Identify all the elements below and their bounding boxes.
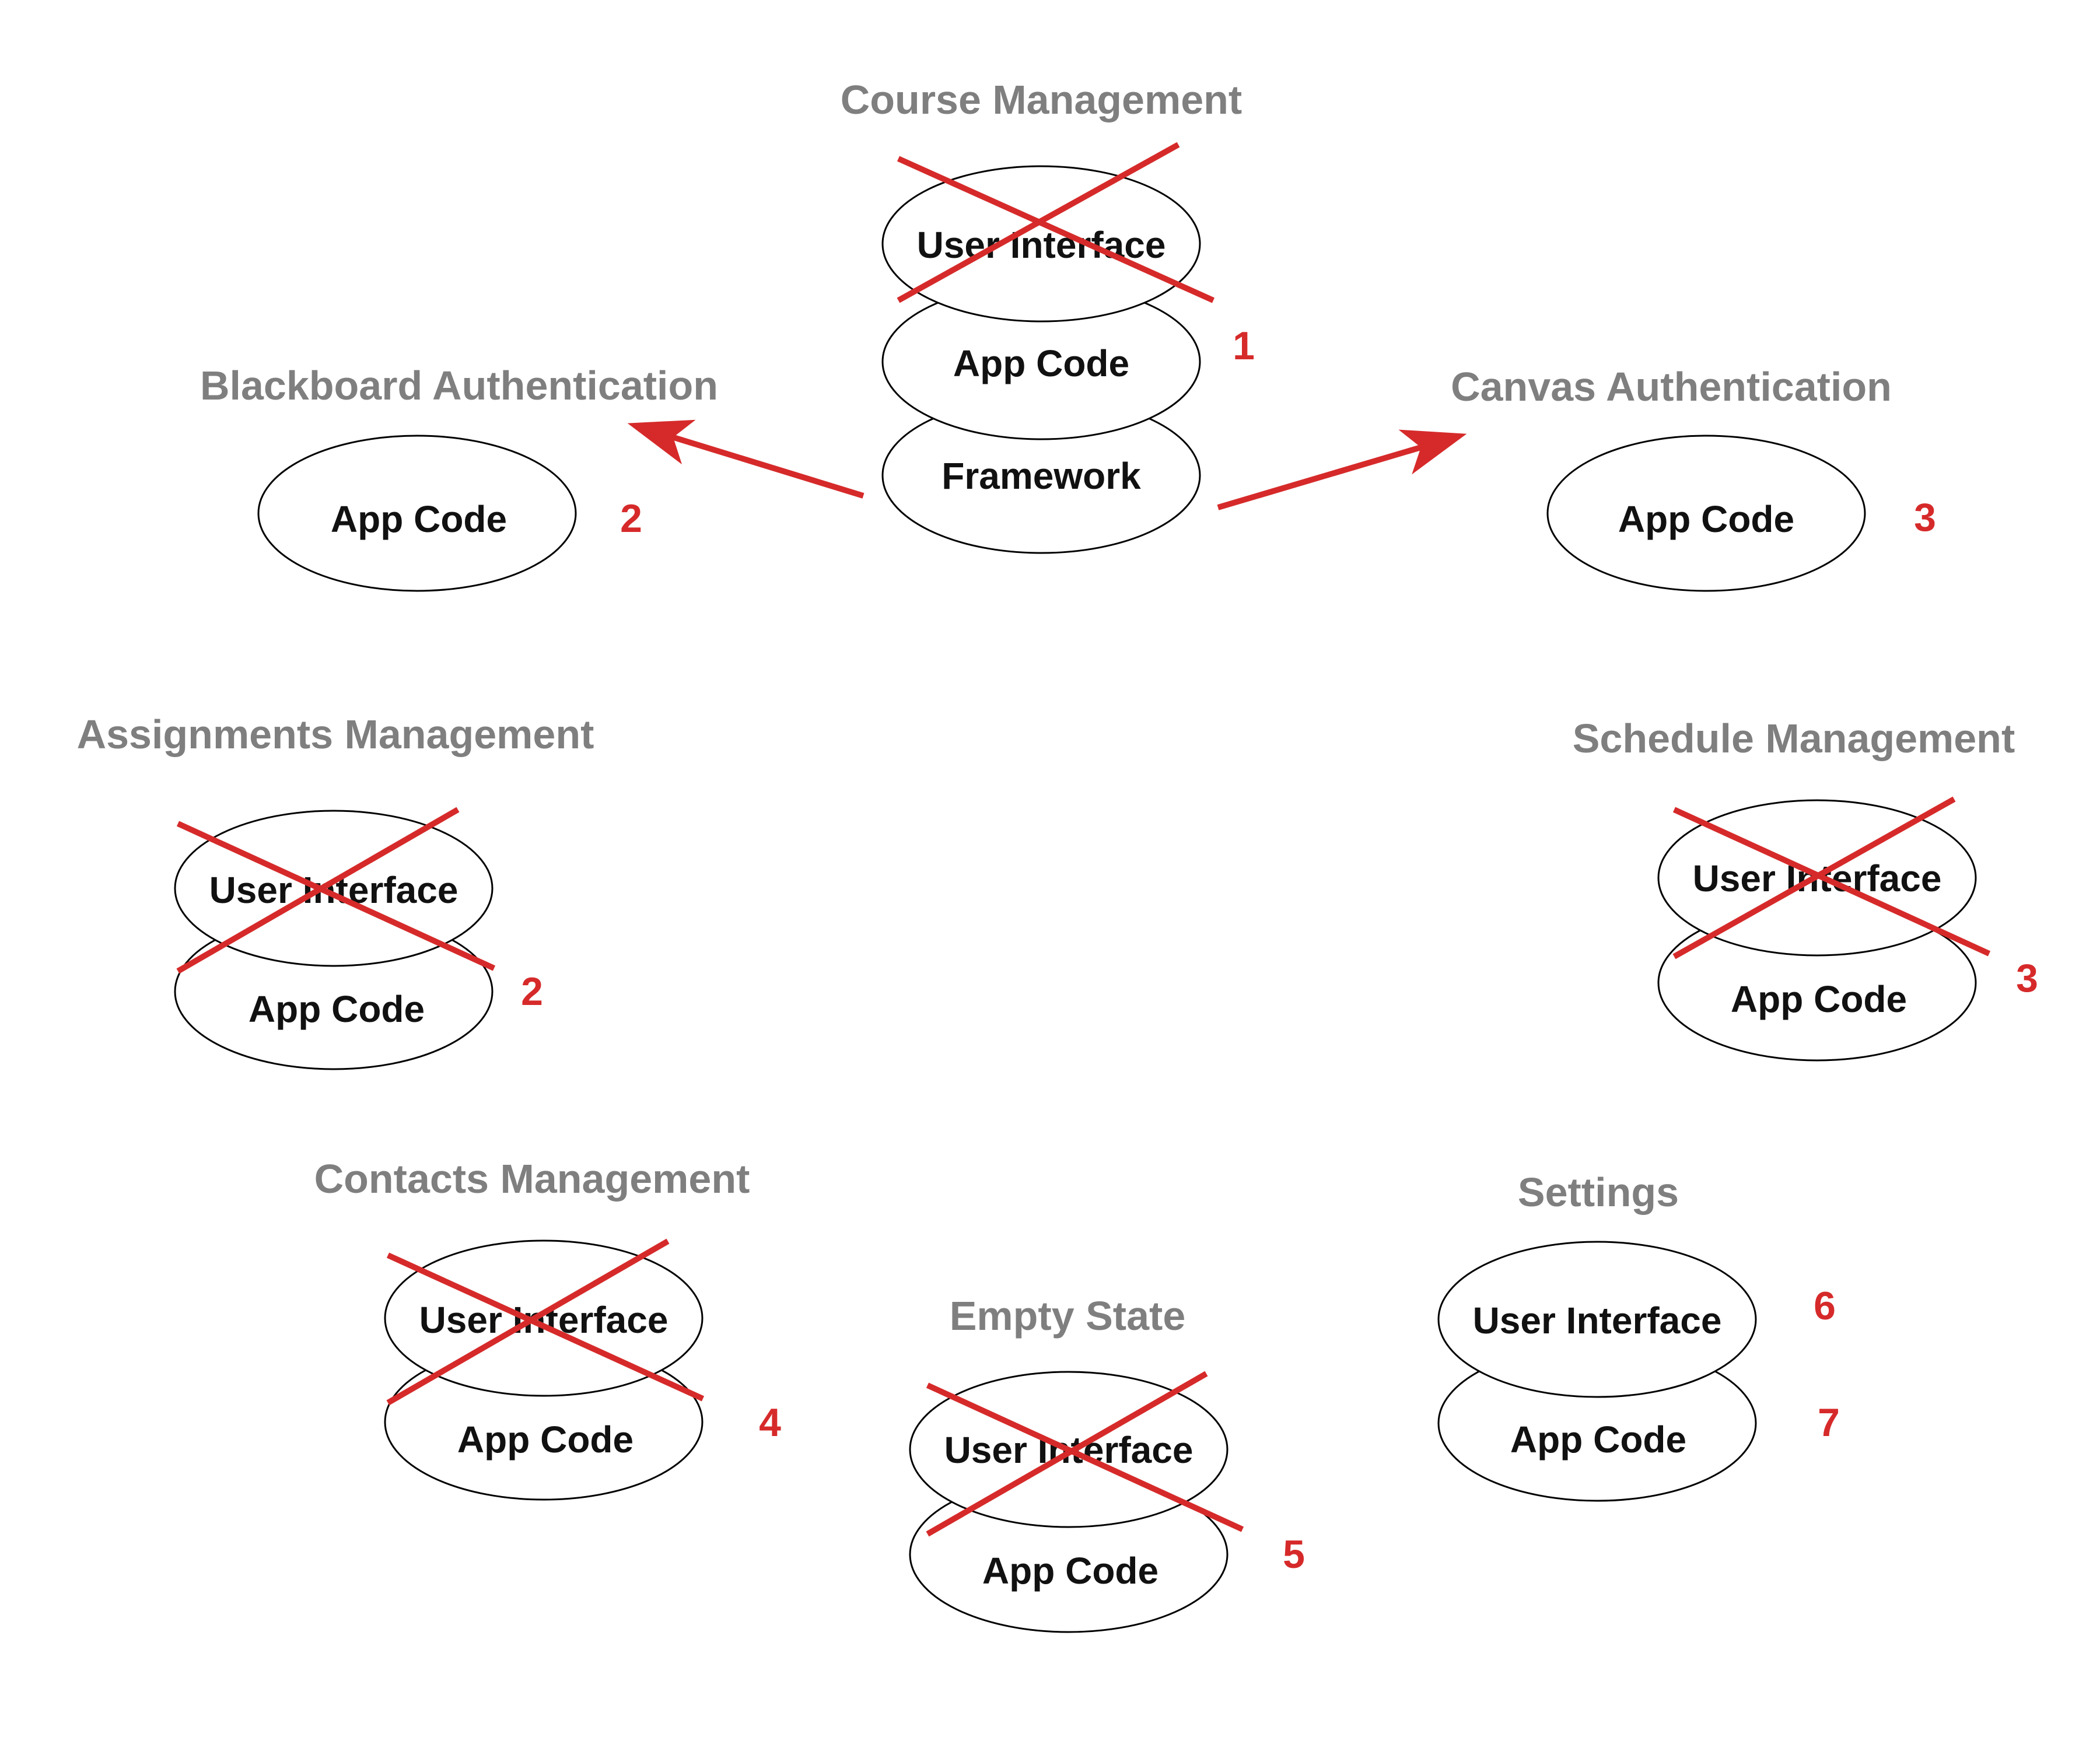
module-schedule-management: Schedule Management App Code User Interf… [1573, 716, 2038, 1062]
arrow-to-blackboard-authentication [627, 419, 864, 499]
layer-label: User Interface [1473, 1300, 1722, 1342]
module-course-management: Course Management Framework App Code Use… [841, 77, 1255, 554]
layer-label: App Code [1618, 498, 1794, 540]
module-title: Contacts Management [314, 1156, 750, 1202]
module-title: Course Management [841, 77, 1242, 122]
module-title: Schedule Management [1573, 716, 2015, 761]
layer-label: App Code [331, 498, 507, 540]
layer-label: App Code [982, 1550, 1158, 1592]
badge-number: 2 [521, 969, 543, 1014]
layer-label: Framework [942, 455, 1141, 497]
layer-label: User Interface [419, 1299, 668, 1341]
layer-user-interface [1437, 1241, 1757, 1398]
layer-label: User Interface [209, 869, 459, 911]
layer-label: App Code [457, 1419, 634, 1461]
layer-user-interface [881, 165, 1201, 323]
badge-number: 4 [759, 1400, 781, 1445]
layer-label: App Code [953, 342, 1129, 384]
module-assignments-management: Assignments Management App Code User Int… [77, 712, 594, 1070]
module-title: Assignments Management [77, 712, 594, 757]
arrow-to-canvas-authentication [1217, 429, 1467, 510]
dependency-arrows [627, 419, 1467, 510]
module-title: Empty State [950, 1293, 1186, 1339]
badge-number: 5 [1283, 1532, 1305, 1577]
module-empty-state: Empty State App Code User Interface 5 [909, 1293, 1305, 1633]
layer-app-code [1546, 435, 1866, 592]
layer-app-code [257, 435, 577, 592]
layer-label: App Code [249, 988, 425, 1030]
badge-number: 3 [1914, 495, 1936, 540]
badge-number: 7 [1818, 1400, 1840, 1445]
crossed-out-icon [386, 1238, 705, 1406]
crossed-out-icon [1672, 796, 1991, 959]
crossed-out-icon [176, 807, 496, 974]
badge-number: 3 [2016, 956, 2038, 1000]
layer-label: App Code [1510, 1419, 1686, 1461]
module-title: Canvas Authentication [1451, 364, 1892, 409]
layer-label: App Code [1731, 978, 1907, 1020]
crossed-out-icon [897, 142, 1215, 303]
module-canvas-authentication: Canvas Authentication App Code 3 [1451, 364, 1936, 592]
module-blackboard-authentication: Blackboard Authentication App Code 2 [200, 363, 718, 592]
crossed-out-icon [926, 1371, 1244, 1537]
module-settings: Settings App Code User Interface 6 7 [1437, 1169, 1840, 1502]
badge-number: 2 [620, 496, 642, 541]
badge-number: 1 [1233, 324, 1255, 368]
module-title: Blackboard Authentication [200, 363, 718, 408]
module-title: Settings [1518, 1169, 1679, 1215]
badge-number: 6 [1814, 1284, 1836, 1328]
module-contacts-management: Contacts Management App Code User Interf… [314, 1156, 781, 1501]
